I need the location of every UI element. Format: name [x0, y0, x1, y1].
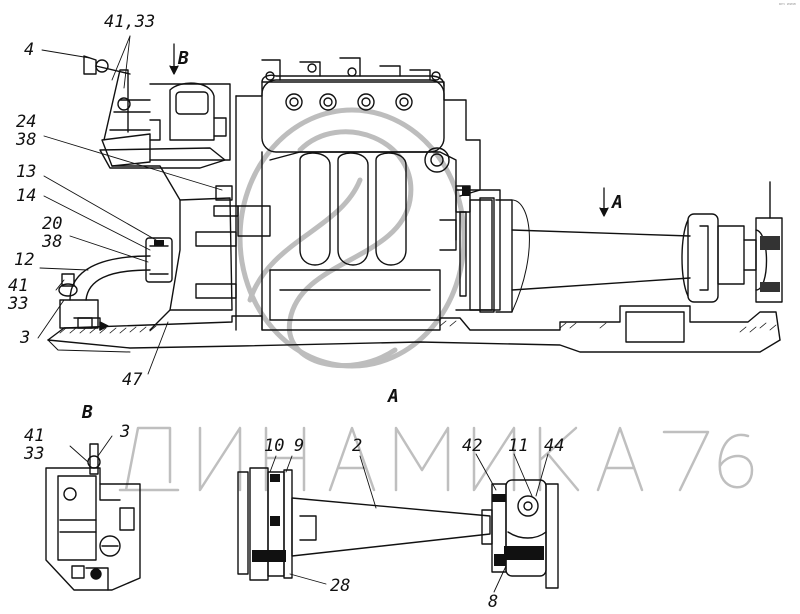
- watermark-logo: [237, 107, 467, 369]
- callout-9: 9: [294, 436, 305, 456]
- callout-28: 28: [330, 576, 351, 596]
- callout-44: 44: [544, 436, 565, 456]
- leader-lines: [37, 35, 549, 593]
- section-A: [237, 467, 559, 589]
- callout-10: 10: [264, 436, 285, 456]
- callout-41-33-top: 41,33: [104, 12, 156, 32]
- callout-33-left: 33: [8, 294, 29, 314]
- watermark-text: [118, 426, 754, 492]
- view-label-A-arrow: A: [612, 192, 623, 213]
- engine-main: [47, 55, 783, 353]
- callout-2: 2: [352, 436, 363, 456]
- callout-24: 24: [16, 112, 37, 132]
- detail-B: [45, 443, 141, 591]
- callout-42: 42: [462, 436, 483, 456]
- callout-14: 14: [16, 186, 37, 206]
- view-label-B-section: B: [82, 402, 93, 423]
- view-label-B-top: B: [178, 48, 189, 69]
- callout-47: 47: [122, 370, 143, 390]
- callout-38-lower: 38: [42, 232, 63, 252]
- view-arrows: [169, 43, 609, 217]
- callout-38-upper: 38: [16, 130, 37, 150]
- callout-3-left: 3: [20, 328, 31, 348]
- callout-41-left: 41: [8, 276, 29, 296]
- callout-3-detail: 3: [120, 422, 131, 442]
- callout-20: 20: [42, 214, 63, 234]
- view-label-A-section: A: [388, 386, 399, 407]
- callout-41-detail: 41: [24, 426, 45, 446]
- corner-mark: ᵃᵐ ʷʷʷ: [778, 2, 796, 9]
- callout-11: 11: [508, 436, 529, 456]
- callout-4: 4: [24, 40, 35, 60]
- callout-12: 12: [14, 250, 35, 270]
- callout-33-detail: 33: [24, 444, 45, 464]
- callout-8: 8: [488, 592, 499, 612]
- callout-13: 13: [16, 162, 37, 182]
